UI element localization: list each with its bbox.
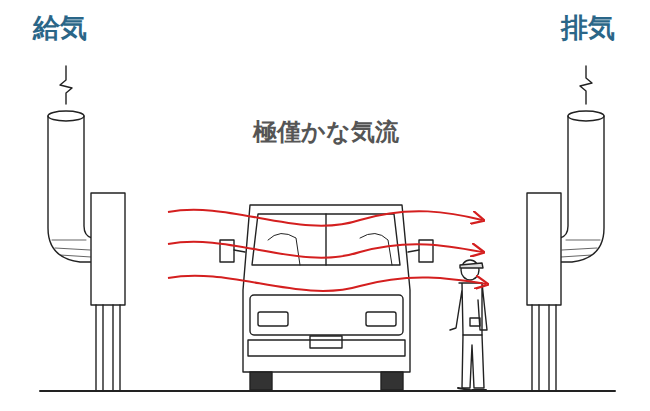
airflow-label: 極僅かな気流 xyxy=(253,120,399,144)
exhaust-label: 排気 xyxy=(561,14,615,41)
supply-label: 給気 xyxy=(33,14,87,41)
